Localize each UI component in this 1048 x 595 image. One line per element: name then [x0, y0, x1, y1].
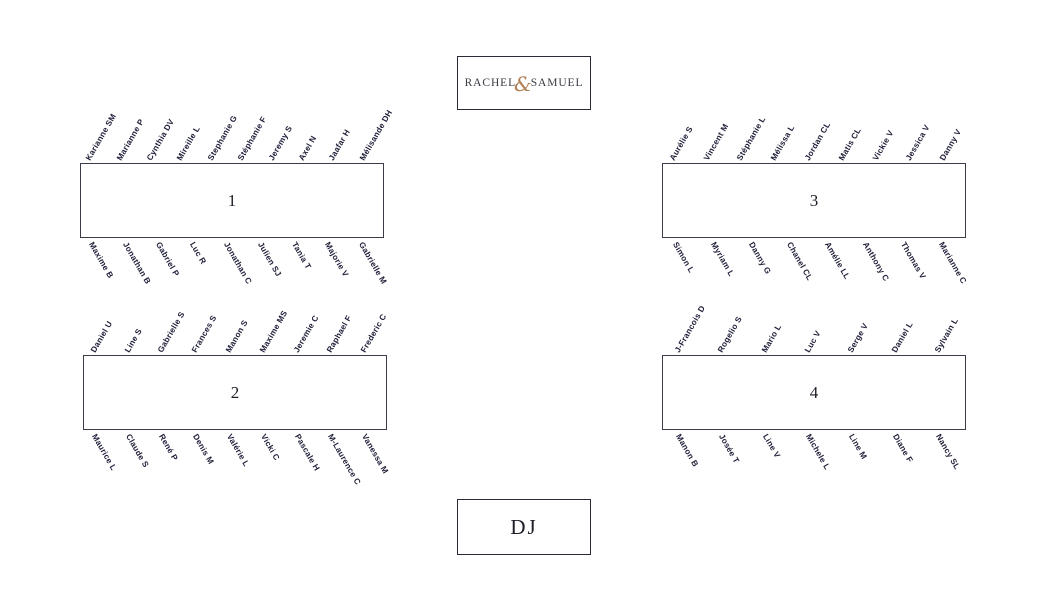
couple-name-plaque: RACHEL&SAMUEL: [457, 56, 591, 110]
seat-label[interactable]: Diane F: [890, 432, 915, 465]
seat-label[interactable]: Sylvain L: [933, 316, 961, 355]
ampersand-icon: &: [514, 72, 533, 96]
seat-label[interactable]: Aurélie S: [667, 124, 695, 163]
seat-label[interactable]: Jeremie C: [291, 313, 321, 355]
seat-label[interactable]: Raphael F: [325, 313, 354, 355]
dj-plaque: DJ: [457, 499, 591, 555]
seat-label[interactable]: Luc V: [803, 329, 823, 355]
seat-label[interactable]: Tania T: [289, 240, 313, 271]
seat-label[interactable]: Danny G: [747, 240, 773, 276]
seat-label[interactable]: Thomas V: [899, 240, 928, 281]
seat-label[interactable]: Daniel L: [889, 320, 915, 355]
seat-label[interactable]: Stéphanie F: [236, 115, 269, 163]
seat-label[interactable]: Vincent M: [701, 122, 730, 163]
seat-label[interactable]: Maurice L: [89, 432, 118, 473]
seat-label[interactable]: Chanel CL: [785, 240, 815, 283]
seat-label[interactable]: Gabrielle S: [156, 310, 188, 355]
seat-label[interactable]: Julien SJ: [255, 240, 283, 279]
seat-label[interactable]: Axel N: [297, 134, 319, 163]
seat-label[interactable]: Vanessa M: [360, 432, 391, 476]
table-box-3[interactable]: 3: [662, 163, 966, 238]
seat-label[interactable]: Amélie LL: [823, 240, 852, 281]
seat-label[interactable]: Myriam L: [709, 240, 736, 278]
seat-label[interactable]: Mireille L: [175, 124, 203, 163]
seat-label[interactable]: Line V: [760, 432, 782, 460]
seat-label[interactable]: Gabriel P: [154, 240, 182, 279]
seat-label[interactable]: Stephanie G: [205, 113, 239, 163]
seat-label[interactable]: Manon B: [673, 432, 700, 469]
table-number: 3: [809, 190, 819, 210]
seat-label[interactable]: Daniel U: [88, 319, 115, 355]
seat-label[interactable]: Jonathan B: [120, 240, 153, 286]
seat-label[interactable]: Frances S: [190, 313, 219, 355]
seat-label[interactable]: Manon S: [224, 318, 250, 355]
seat-label[interactable]: Stéphanie L: [735, 115, 768, 163]
seat-label[interactable]: Nancy SL: [934, 432, 962, 472]
seat-label[interactable]: Cynthia DV: [145, 117, 176, 163]
seat-label[interactable]: Mélisande DH: [357, 108, 394, 163]
seat-label[interactable]: Jessica V: [904, 123, 932, 163]
seat-label[interactable]: Vickie V: [870, 128, 896, 163]
seat-label[interactable]: Michele L: [804, 432, 832, 472]
seat-label[interactable]: Jaafar H: [327, 127, 353, 163]
seat-label[interactable]: Frederic C: [359, 312, 389, 355]
bride-name: RACHEL: [464, 77, 516, 89]
seat-label[interactable]: Jonathan C: [222, 240, 254, 286]
seat-label[interactable]: J-Francois D: [672, 304, 707, 355]
table-box-1[interactable]: 1: [80, 163, 384, 238]
seat-label[interactable]: Maxime B: [86, 240, 115, 280]
seat-label[interactable]: Serge V: [846, 321, 871, 355]
groom-name: SAMUEL: [530, 77, 584, 89]
seat-label[interactable]: Matis CL: [836, 126, 863, 163]
seat-label[interactable]: Gabrielle M: [357, 240, 389, 286]
seat-label[interactable]: Mélissa L: [769, 123, 797, 163]
table-box-4[interactable]: 4: [662, 355, 966, 430]
seat-label[interactable]: Danny V: [938, 127, 964, 163]
seat-label[interactable]: Denis M: [191, 432, 216, 466]
seat-label[interactable]: Pascale H: [292, 432, 321, 473]
seat-label[interactable]: Josée T: [717, 432, 742, 465]
table-number: 1: [227, 190, 237, 210]
seat-label[interactable]: Rogelio S: [716, 314, 744, 355]
seat-label[interactable]: Maxime MS: [257, 309, 290, 355]
seat-label[interactable]: Anthony C: [861, 240, 891, 283]
seat-label[interactable]: Vicki C: [258, 432, 282, 463]
seat-label[interactable]: Mario L: [759, 322, 783, 355]
seat-label[interactable]: Line S: [122, 327, 144, 355]
table-box-2[interactable]: 2: [83, 355, 387, 430]
seat-label[interactable]: René P: [157, 432, 180, 463]
seat-label[interactable]: Line M: [847, 432, 870, 461]
table-number: 2: [230, 382, 240, 402]
seat-label[interactable]: Jeremy S: [266, 124, 294, 163]
seat-label[interactable]: Claude S: [123, 432, 151, 470]
seat-label[interactable]: Jordan CL: [803, 120, 833, 163]
seat-label[interactable]: Karianne SM: [84, 112, 119, 163]
seat-label[interactable]: Marianne P: [114, 117, 146, 163]
couple-title: RACHEL&SAMUEL: [464, 71, 584, 96]
seat-label[interactable]: Valérie L: [225, 432, 251, 469]
table-number: 4: [809, 382, 819, 402]
seat-label[interactable]: Marianne C: [937, 240, 969, 286]
seat-label[interactable]: Luc R: [188, 240, 209, 266]
seat-label[interactable]: Majorie V: [323, 240, 351, 279]
dj-label: DJ: [510, 514, 538, 539]
seat-label[interactable]: Simon L: [671, 240, 696, 275]
seat-label[interactable]: M-Laurence C: [326, 432, 363, 487]
